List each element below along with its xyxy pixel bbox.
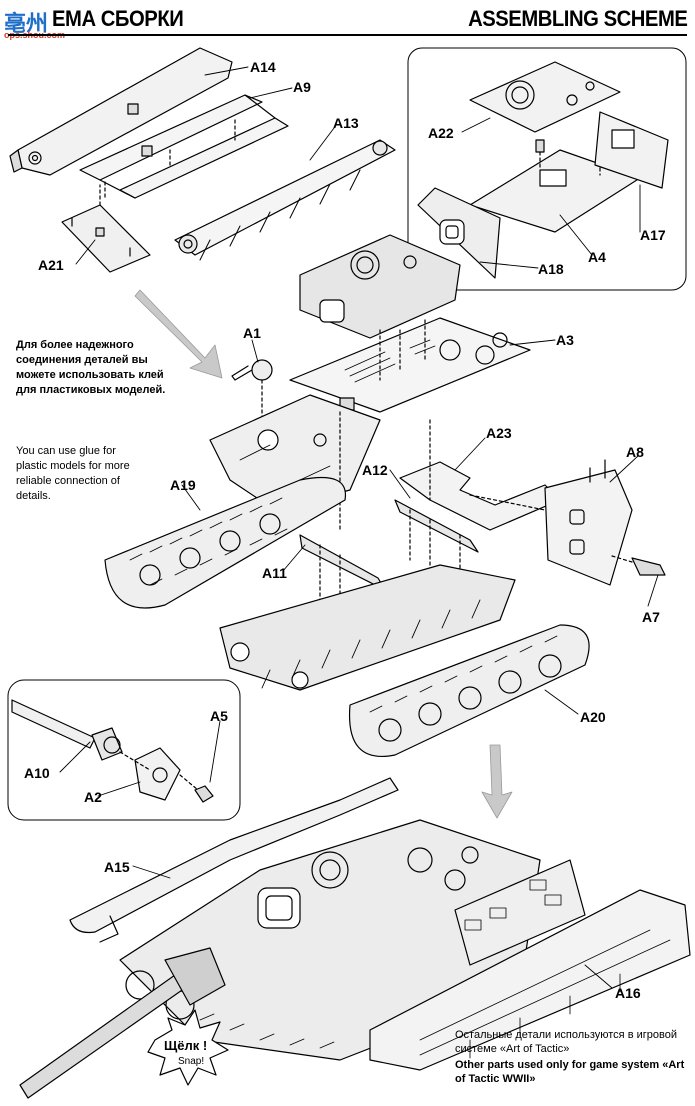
- glue-note-english: You can use glue for plastic models for …: [16, 445, 130, 502]
- a17-turret-side: [594, 111, 669, 189]
- gun-inset-frame: [7, 679, 241, 821]
- a23-guide-line: [469, 494, 546, 511]
- a15-fender: [69, 777, 399, 943]
- lower-hull: [219, 564, 516, 691]
- assembly-arrow-bottom: [481, 744, 513, 819]
- label-a5: A5: [210, 708, 228, 724]
- label-a13: A13: [333, 115, 359, 131]
- glue-note-russian: Для более надежного соединения деталей в…: [16, 339, 166, 396]
- a22-turret-roof: [469, 61, 621, 133]
- title-russian: ЕМА СБОРКИ: [52, 6, 184, 31]
- header-rule: [8, 34, 687, 36]
- label-a3: A3: [556, 332, 574, 348]
- a7-exhaust: [611, 555, 666, 576]
- gun-inset-parts: [11, 699, 214, 803]
- a19-left-track: [104, 476, 347, 609]
- label-a15: A15: [104, 859, 130, 875]
- label-a22: A22: [428, 125, 454, 141]
- label-a21: A21: [38, 257, 64, 273]
- game-system-note-russian: Остальные детали используются в игровой …: [455, 1029, 677, 1055]
- guide-lines-center: [339, 319, 431, 531]
- label-a16: A16: [615, 985, 641, 1001]
- gun-barrel: [19, 947, 226, 1099]
- label-a2: A2: [84, 789, 102, 805]
- a9-rail-frame: [79, 94, 289, 201]
- a14-side-plate: [9, 47, 233, 176]
- a8-rear-armor: [544, 459, 633, 586]
- label-a9: A9: [293, 79, 311, 95]
- snap-subtext: Snap!: [178, 1056, 204, 1067]
- snap-text: Щёлк !: [164, 1038, 207, 1053]
- a3-engine-deck: [289, 317, 531, 413]
- label-a19: A19: [170, 477, 196, 493]
- a13-road-wheel-arm: [174, 139, 396, 261]
- label-a18: A18: [538, 261, 564, 277]
- label-a11: A11: [262, 565, 287, 581]
- label-a12: A12: [362, 462, 388, 478]
- label-a8: A8: [626, 444, 644, 460]
- a20-right-track: [348, 624, 590, 757]
- a16-skirt: [369, 889, 691, 1071]
- game-system-note-english: Other parts used only for game system «A…: [455, 1059, 685, 1085]
- watermark-logo: 亳州: [4, 11, 49, 36]
- a21-lower-plate: [61, 184, 151, 273]
- leader-lines: [59, 66, 659, 989]
- label-a4: A4: [588, 249, 606, 265]
- title-english: ASSEMBLING SCHEME: [467, 6, 688, 31]
- label-a10: A10: [24, 765, 50, 781]
- assembly-arrow-top: [134, 289, 223, 379]
- label-a17: A17: [640, 227, 666, 243]
- label-a7: A7: [642, 609, 660, 625]
- turret-inset-frame: [407, 47, 687, 291]
- turret-assembly: [299, 234, 461, 339]
- label-a20: A20: [580, 709, 606, 725]
- snap-burst: [147, 1009, 229, 1086]
- label-a23: A23: [486, 425, 512, 441]
- spare-track-plates: [454, 859, 586, 966]
- a18-turret-front: [417, 187, 501, 279]
- label-a14: A14: [250, 59, 276, 75]
- label-a1: A1: [243, 325, 261, 341]
